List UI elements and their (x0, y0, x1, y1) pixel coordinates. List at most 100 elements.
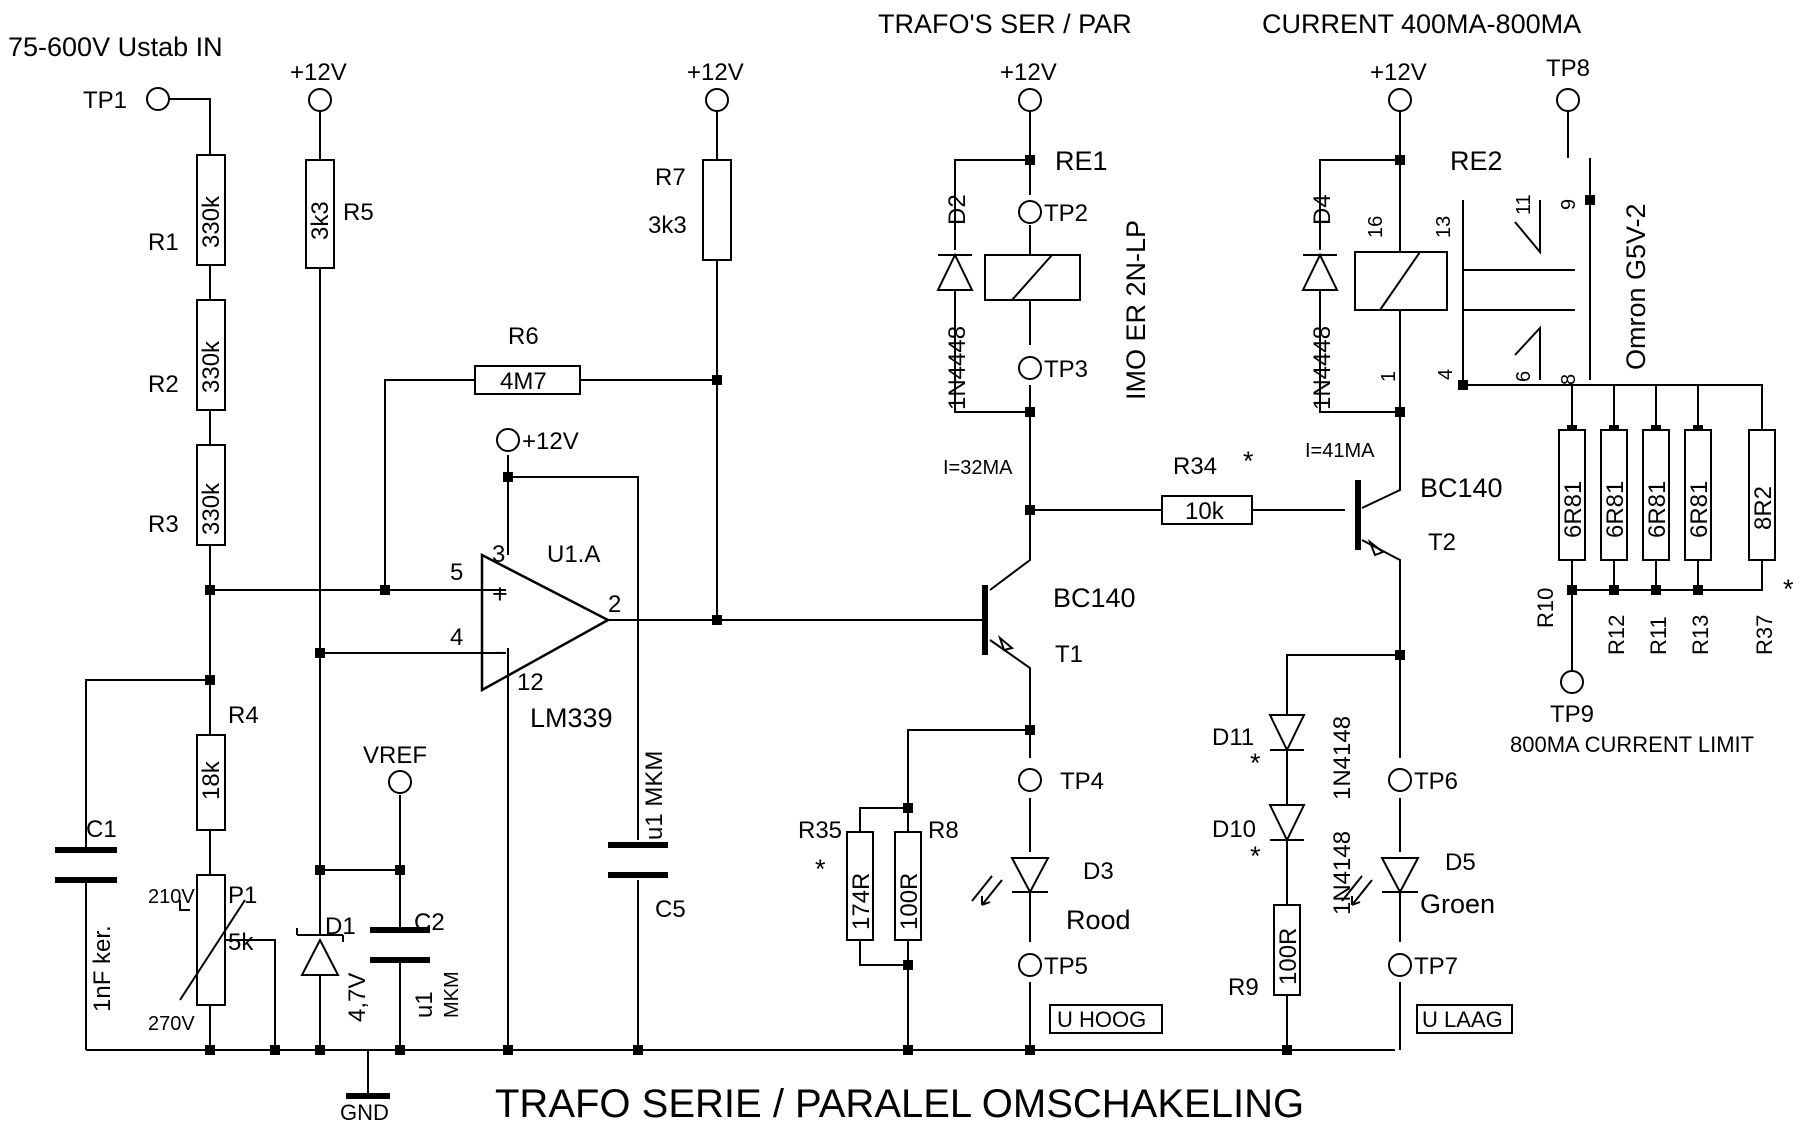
input-heading: 75-600V Ustab IN (8, 32, 223, 62)
r34-body (1161, 495, 1253, 525)
r10-body (1558, 429, 1586, 561)
re2-pin-4: 4 (1435, 369, 1457, 380)
tp2-label: TP2 (1044, 200, 1088, 227)
re2-label: RE2 (1450, 146, 1503, 176)
transistor-t2: BC140 T2 I=41MA * (1243, 440, 1503, 557)
r1-value: 330k (198, 195, 225, 248)
r4-body (196, 734, 226, 831)
p1-bottom-voltage: 270V (148, 1013, 195, 1035)
tp6-pad (1388, 768, 1412, 792)
r13-label: R13 (1688, 615, 1713, 655)
tp5-label: TP5 (1044, 953, 1088, 980)
r4-value: 18k (198, 760, 225, 800)
r8-label: R8 (928, 817, 959, 844)
current-limit-label: 800MA CURRENT LIMIT (1510, 732, 1754, 757)
opamp-pin-gnd: 12 (517, 669, 544, 696)
d11-value: 1N4148 (1329, 716, 1356, 800)
r13-body (1684, 429, 1712, 561)
r5-body (305, 159, 335, 269)
r12-body (1600, 429, 1628, 561)
r2-body (196, 299, 226, 411)
supply-pad-re2 (1388, 88, 1412, 112)
opamp-pin-minus: 4 (450, 624, 463, 651)
opamp-pin-plus: 5 (450, 559, 463, 586)
t1-current: I=32MA (943, 457, 1013, 479)
relay-re2: RE2 16 13 11 9 1 4 6 8 Omron G5V-2 (1354, 146, 1651, 385)
schematic-title: TRAFO SERIE / PARALEL OMSCHAKELING (495, 1082, 1304, 1126)
tp2-pad (1018, 200, 1042, 224)
c1-value: 1nF ker. (89, 925, 116, 1012)
t2-label: T2 (1428, 529, 1456, 556)
tp3-label: TP3 (1044, 356, 1088, 383)
r3-value: 330k (198, 482, 225, 535)
indicator-high: U HOOG (1057, 1007, 1146, 1032)
r10-value: 6R81 (1560, 481, 1587, 538)
r6-label: R6 (508, 323, 539, 350)
re1-part: IMO ER 2N-LP (1121, 220, 1151, 400)
r2-label: R2 (148, 371, 179, 398)
t1-part: BC140 (1053, 583, 1136, 613)
c5-value: u1 MKM (641, 751, 668, 840)
d3-color: Rood (1066, 905, 1131, 935)
p1-value: 5k (228, 929, 254, 956)
r1-body (196, 154, 226, 266)
d4-value: 1N4448 (1309, 326, 1336, 410)
resistors: 330k R1 330k R2 330k R3 18k R4 3k3 R5 R7… (148, 154, 1777, 1001)
opamp-pin-out: 2 (608, 591, 621, 618)
transistor-t1: BC140 T1 I=32MA (943, 457, 1136, 668)
tp6-label: TP6 (1414, 768, 1458, 795)
re2-pin-8: 8 (1558, 374, 1580, 385)
r5-label: R5 (343, 199, 374, 226)
supply-pad-r5 (308, 88, 332, 112)
r8-value: 100R (896, 873, 923, 930)
re2-pin-6: 6 (1513, 371, 1535, 382)
d10-marker: * (1250, 841, 1261, 871)
tp9-pad (1560, 670, 1584, 694)
tp5-pad (1018, 953, 1042, 977)
opamp-part: LM339 (530, 703, 613, 733)
r4-label: R4 (228, 702, 259, 729)
supply-pad-opamp (496, 428, 520, 452)
tp8-pad (1556, 88, 1580, 112)
d5-label: D5 (1445, 849, 1476, 876)
ground-symbol: GND (340, 1050, 390, 1125)
tp7-label: TP7 (1414, 953, 1458, 980)
c5-label: C5 (655, 896, 686, 923)
r9-value: 100R (1275, 928, 1302, 985)
misc-labels: * * 800MA CURRENT LIMIT U HOOG U LAAG (815, 574, 1794, 1034)
t2-current: I=41MA (1305, 440, 1375, 462)
r1-label: R1 (148, 229, 179, 256)
relay-re1: RE1 IMO ER 2N-LP (984, 146, 1151, 400)
d4-label: D4 (1309, 194, 1336, 225)
c2-value: u1 (411, 991, 438, 1018)
r5-value: 3k3 (307, 201, 334, 240)
r3-body (196, 444, 226, 546)
re2-part: Omron G5V-2 (1621, 203, 1651, 370)
d2-value: 1N4448 (944, 326, 971, 410)
resistors-horizontal: 4M7 R6 10k R34 (474, 323, 1253, 525)
r7-label: R7 (655, 164, 686, 191)
r9-body (1273, 904, 1301, 996)
r34-value: 10k (1185, 498, 1225, 525)
tp1-pad (146, 87, 170, 111)
r13-value: 6R81 (1686, 481, 1713, 538)
r11-body (1642, 429, 1670, 561)
r12-label: R12 (1604, 615, 1629, 655)
tp4-label: TP4 (1060, 768, 1104, 795)
re1-label: RE1 (1055, 146, 1108, 176)
c1-label: C1 (86, 816, 117, 843)
trafo-heading: TRAFO'S SER / PAR (878, 9, 1132, 39)
r34-marker: * (1243, 446, 1254, 476)
c2-label: C2 (414, 909, 445, 936)
re2-pin-1: 1 (1378, 371, 1400, 382)
r35-value: 174R (848, 873, 875, 930)
diodes: D1 4,7V D2 1N4448 D4 1N4448 D11 * 1N4148… (296, 194, 1495, 1022)
tp1-label: TP1 (83, 87, 127, 114)
re2-pin-9: 9 (1558, 199, 1580, 210)
r6-body (474, 365, 581, 395)
d1-value: 4,7V (344, 973, 371, 1022)
indicator-low: U LAAG (1422, 1007, 1503, 1032)
test-points: TP1 +12V +12V +12V +12V +12V TP2 TP3 TP4… (83, 55, 1594, 980)
vref-pad (388, 770, 412, 794)
